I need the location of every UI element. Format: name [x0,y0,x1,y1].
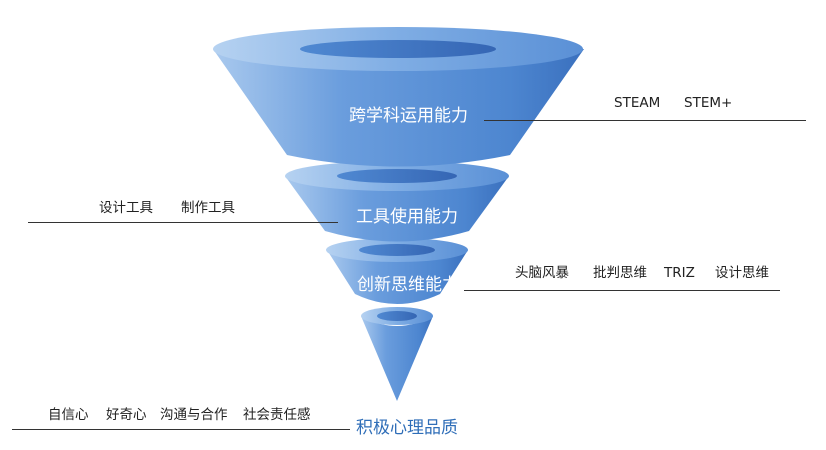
stage-label-tool-use: 工具使用能力 [356,207,458,227]
tag-design-tools: 设计工具 [99,200,153,216]
funnel-tier-3 [326,238,468,304]
tag-stem-plus: STEM+ [684,95,733,111]
tag-design-thinking: 设计思维 [715,265,769,281]
funnel-tier-4 [361,307,433,401]
tier-2-connector-line [28,222,338,223]
tag-critical-thinking: 批判思维 [593,265,647,281]
base-connector-line [12,429,350,430]
stage-label-interdisciplinary: 跨学科运用能力 [349,106,468,126]
tier-3-connector-line [464,290,780,291]
funnel-tier-1 [213,27,584,167]
tag-brainstorming: 头脑风暴 [515,265,569,281]
tag-curiosity: 好奇心 [106,407,147,423]
tier-1-connector-line [484,120,806,121]
tag-social-responsibility: 社会责任感 [243,407,311,423]
funnel-tier-2 [285,161,509,242]
tag-making-tools: 制作工具 [181,200,235,216]
tag-triz: TRIZ [664,265,695,281]
base-label-positive-psychology: 积极心理品质 [356,418,458,438]
tag-communication-cooperation: 沟通与合作 [160,407,228,423]
tag-steam: STEAM [614,95,661,111]
stage-label-innovative-thinking: 创新思维能力 [357,275,459,295]
tag-self-confidence: 自信心 [48,407,89,423]
